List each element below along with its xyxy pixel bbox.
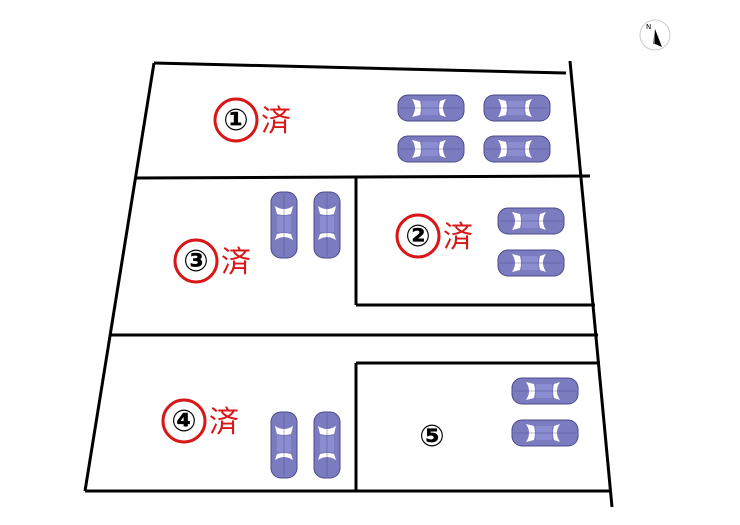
- compass-north-label: N: [646, 23, 651, 31]
- sold-stamp: 済: [221, 245, 251, 280]
- svg-text:④: ④: [171, 404, 196, 439]
- car-icon: [483, 94, 551, 122]
- sold-stamp-circle: [213, 97, 259, 143]
- car-icon: [497, 249, 565, 277]
- lot-4-label[interactable]: ④ 済: [161, 398, 239, 444]
- car-icon: [271, 192, 297, 258]
- svg-text:③: ③: [183, 244, 208, 279]
- divider-1: [135, 174, 591, 180]
- car-icon: [511, 419, 579, 447]
- car-icon: [483, 135, 551, 163]
- svg-text:②: ②: [405, 219, 430, 254]
- car-icon: [497, 207, 565, 235]
- svg-text:⑤: ⑤: [419, 419, 444, 454]
- boundary-lines: [83, 60, 614, 508]
- sold-stamp-circle: [173, 238, 219, 284]
- car-icon: [397, 135, 465, 163]
- svg-text:①: ①: [223, 103, 248, 138]
- lot-2-label[interactable]: ② 済: [395, 213, 473, 259]
- car-icon: [314, 192, 340, 258]
- car-icon: [511, 377, 579, 405]
- sold-stamp: 済: [261, 104, 291, 139]
- car-icon: [397, 94, 465, 122]
- right-boundary: [568, 60, 614, 508]
- sold-stamp-circle: [395, 213, 441, 259]
- car-icon: [271, 412, 297, 478]
- lot-5-label[interactable]: ⑤: [419, 419, 444, 454]
- car-icon: [314, 412, 340, 478]
- sold-stamp: 済: [443, 220, 473, 255]
- lot-3-label[interactable]: ③ 済: [173, 238, 251, 284]
- top-boundary: [153, 61, 567, 75]
- left-boundary: [83, 62, 156, 492]
- north-compass-icon: N: [639, 19, 671, 51]
- sold-stamp: 済: [209, 405, 239, 440]
- lot-1-label[interactable]: ① 済: [213, 97, 291, 143]
- sold-stamp-circle: [161, 398, 207, 444]
